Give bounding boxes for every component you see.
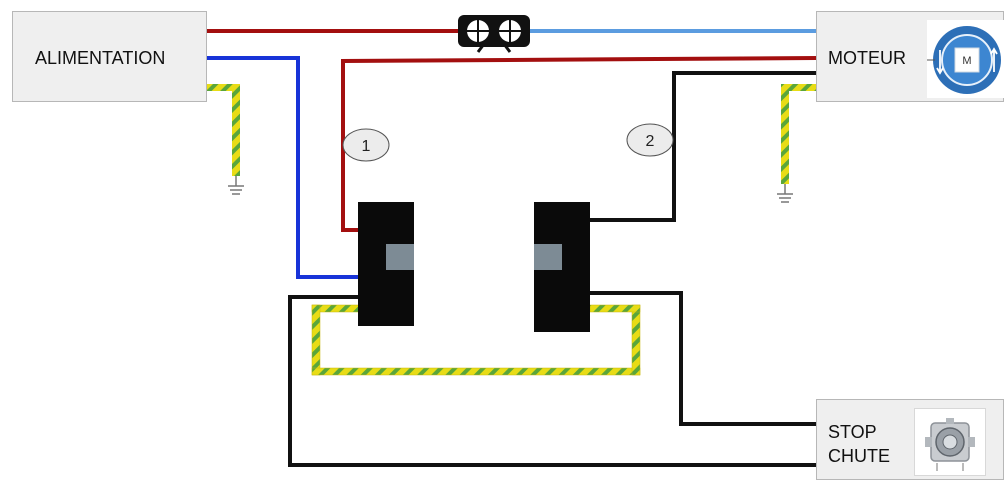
marker-2: 2 <box>626 123 674 157</box>
stop-chute-device-icon <box>914 408 986 476</box>
marker-1: 1 <box>342 128 390 162</box>
connector-icon <box>458 15 530 53</box>
earth-motor <box>781 84 817 184</box>
motor-symbol: M <box>962 55 971 67</box>
alimentation-label: ALIMENTATION <box>35 48 166 68</box>
switch-left[interactable] <box>358 202 414 326</box>
stop-label: STOP <box>828 422 877 442</box>
moteur-box: MOTEUR M <box>816 11 1004 102</box>
earth-bridge <box>311 304 641 376</box>
alimentation-box: ALIMENTATION <box>12 11 207 102</box>
ground-icon <box>777 184 793 203</box>
marker-2-label: 2 <box>646 133 655 150</box>
wire-black-stop-bottom <box>288 295 818 467</box>
marker-1-label: 1 <box>362 138 371 155</box>
wire-blue-neutral <box>204 56 360 279</box>
chute-label: CHUTE <box>828 446 890 466</box>
switch-right[interactable] <box>534 202 590 332</box>
earth-supply <box>206 84 240 176</box>
switch-right-window <box>534 244 562 270</box>
moteur-label: MOTEUR <box>828 48 906 68</box>
wire-black-switch2 <box>588 71 818 222</box>
switch-left-window <box>386 244 414 270</box>
stop-chute-box: STOP CHUTE <box>816 399 1004 480</box>
wire-black-stop-top <box>588 291 818 426</box>
motor-icon: M <box>927 20 1004 98</box>
ground-icon <box>228 176 244 195</box>
